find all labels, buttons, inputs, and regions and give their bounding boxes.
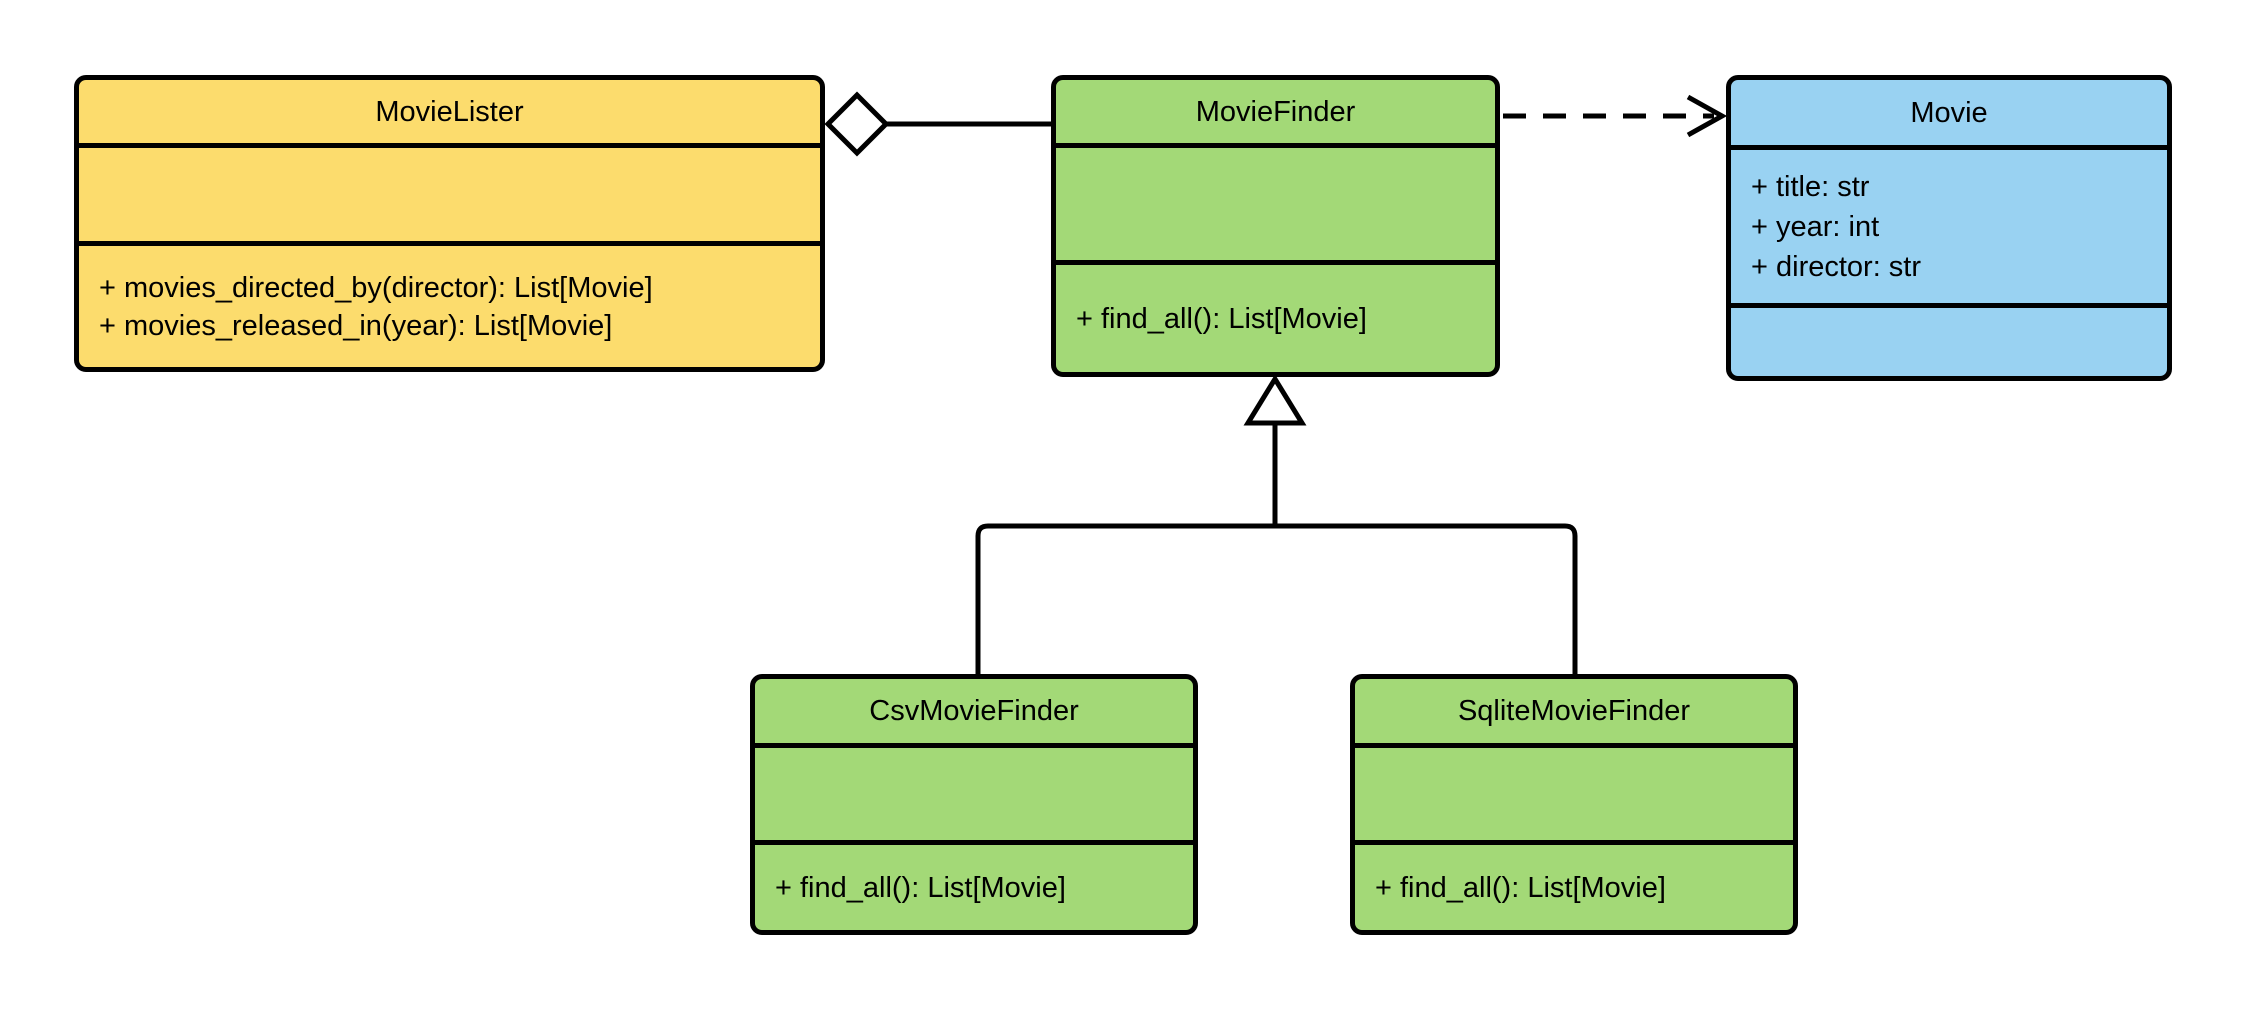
class-title-movie: Movie bbox=[1731, 80, 2167, 150]
method-label: + find_all(): List[Movie] bbox=[775, 871, 1066, 904]
class-title-movielister: MovieLister bbox=[79, 80, 820, 148]
attribute-label: + year: int bbox=[1751, 210, 1880, 243]
class-box-movielister[interactable]: MovieLister + movies_directed_by(directo… bbox=[74, 75, 825, 372]
class-box-sqlitemoviefinder[interactable]: SqliteMovieFinder + find_all(): List[Mov… bbox=[1350, 674, 1798, 935]
aggregation-diamond-icon bbox=[824, 91, 890, 157]
dependency-arrowhead-icon bbox=[1686, 94, 1728, 138]
methods-compartment-movielister: + movies_directed_by(director): List[Mov… bbox=[79, 246, 820, 367]
method-label: + movies_directed_by(director): List[Mov… bbox=[99, 271, 653, 304]
class-name-label: Movie bbox=[1910, 96, 1988, 129]
attributes-compartment-sqlitemoviefinder bbox=[1355, 748, 1793, 845]
attribute-label: + title: str bbox=[1751, 170, 1870, 203]
attributes-compartment-csvmoviefinder bbox=[755, 748, 1193, 845]
methods-compartment-csvmoviefinder: + find_all(): List[Movie] bbox=[755, 845, 1193, 930]
method-label: + movies_released_in(year): List[Movie] bbox=[99, 309, 613, 342]
class-name-label: MovieLister bbox=[375, 95, 524, 128]
generalization-connector[interactable] bbox=[975, 374, 1578, 679]
methods-compartment-movie bbox=[1731, 308, 2167, 376]
attribute-label: + director: str bbox=[1751, 250, 1922, 283]
methods-compartment-moviefinder: + find_all(): List[Movie] bbox=[1056, 265, 1495, 372]
class-name-label: MovieFinder bbox=[1195, 95, 1356, 128]
class-box-moviefinder[interactable]: MovieFinder + find_all(): List[Movie] bbox=[1051, 75, 1500, 377]
methods-compartment-sqlitemoviefinder: + find_all(): List[Movie] bbox=[1355, 845, 1793, 930]
generalization-triangle-icon bbox=[1243, 374, 1307, 426]
attributes-compartment-movie: + title: str + year: int + director: str bbox=[1731, 150, 2167, 308]
method-label: + find_all(): List[Movie] bbox=[1076, 302, 1367, 335]
class-title-moviefinder: MovieFinder bbox=[1056, 80, 1495, 148]
attributes-compartment-movielister bbox=[79, 148, 820, 246]
class-title-csvmoviefinder: CsvMovieFinder bbox=[755, 679, 1193, 748]
dependency-connector[interactable] bbox=[1503, 94, 1728, 138]
class-name-label: CsvMovieFinder bbox=[869, 695, 1079, 727]
class-box-movie[interactable]: Movie + title: str + year: int + directo… bbox=[1726, 75, 2172, 381]
method-label: + find_all(): List[Movie] bbox=[1375, 871, 1666, 904]
class-box-csvmoviefinder[interactable]: CsvMovieFinder + find_all(): List[Movie] bbox=[750, 674, 1198, 935]
class-title-sqlitemoviefinder: SqliteMovieFinder bbox=[1355, 679, 1793, 748]
aggregation-connector[interactable] bbox=[824, 91, 1051, 157]
class-name-label: SqliteMovieFinder bbox=[1457, 695, 1691, 727]
attributes-compartment-moviefinder bbox=[1056, 148, 1495, 265]
